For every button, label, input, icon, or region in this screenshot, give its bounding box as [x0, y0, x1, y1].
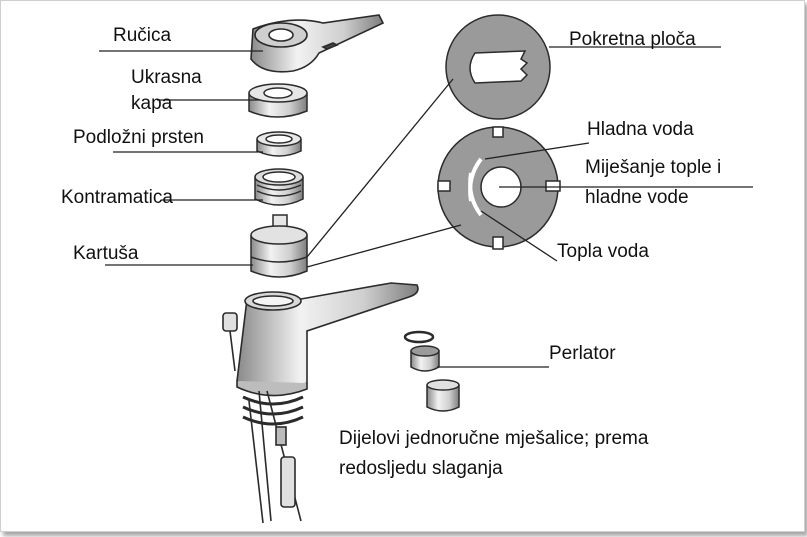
label-kartusa: Kartuša [73, 243, 139, 264]
label-pokretna-ploca: Pokretna ploča [569, 29, 696, 50]
lock-nut-part [254, 168, 304, 206]
handle-part [250, 14, 385, 73]
label-perlator: Perlator [549, 343, 616, 364]
leader-lines [99, 46, 753, 368]
moving-plate-part [445, 14, 551, 120]
label-mijesanje-line2: hladne vode [585, 187, 689, 208]
caption-line1: Dijelovi jednoručne mješalice; prema [339, 428, 649, 449]
label-podlozni-prsten: Podložni prsten [73, 127, 204, 148]
label-topla-voda: Topla voda [557, 241, 649, 262]
label-hladna-voda: Hladna voda [587, 119, 694, 140]
label-ukrasna-kapa-line1: Ukrasna [131, 67, 202, 88]
fixed-plate-part [437, 126, 561, 250]
label-kontramatica: Kontramatica [61, 187, 173, 208]
cartridge-part [250, 214, 308, 278]
washer-ring-part [256, 131, 302, 157]
label-ukrasna-kapa-line2: kapa [131, 93, 173, 114]
faucet-body-part [222, 282, 419, 524]
label-mijesanje-line1: Miješanje tople i [585, 157, 722, 178]
decorative-cap-part [248, 83, 308, 118]
label-rucica: Ručica [113, 25, 172, 46]
caption-line2: redosljedu slaganja [339, 458, 503, 479]
aerator-part [403, 330, 460, 412]
